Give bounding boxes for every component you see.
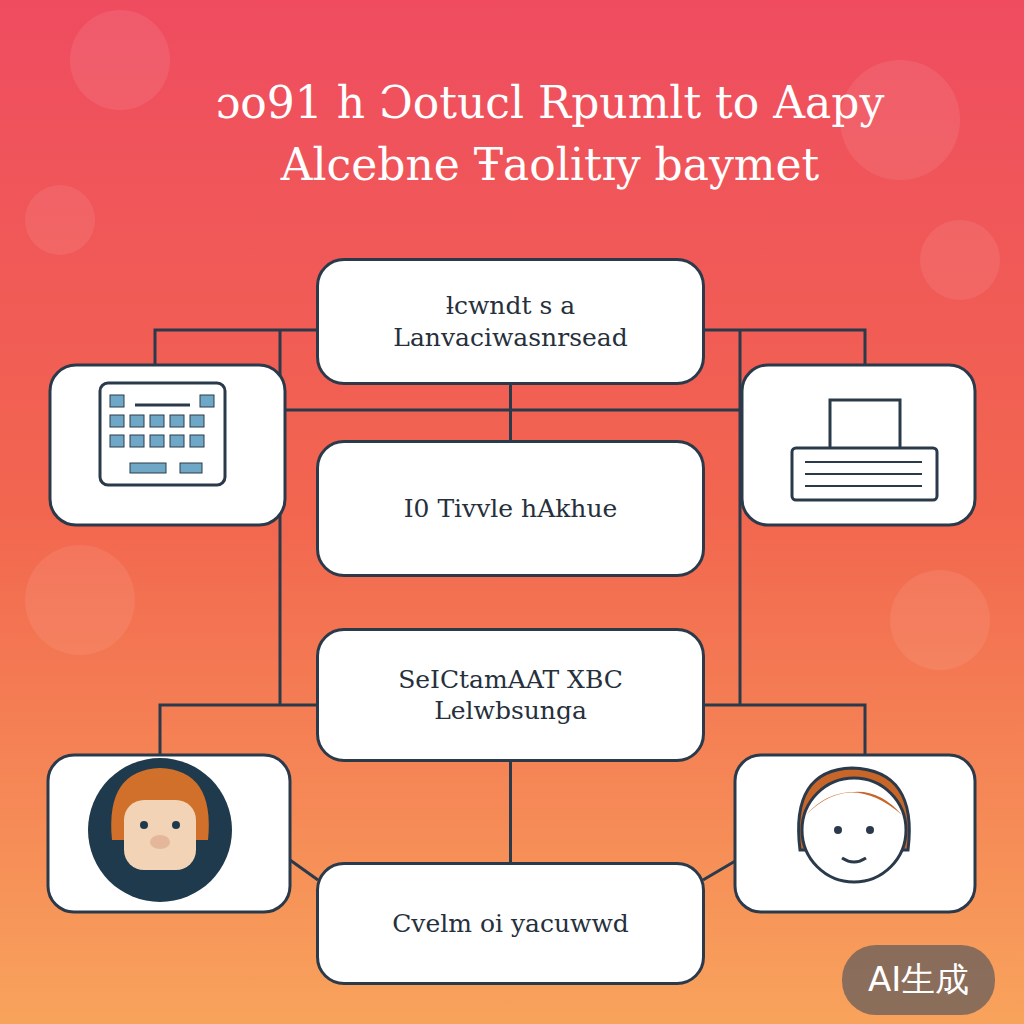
title: ɔo91 h Ɔotucl Rpumlt to Aapy Alcebne Ŧao… xyxy=(150,72,950,196)
connector xyxy=(509,762,512,862)
box-label: Cvelm oi yacuwwd xyxy=(392,908,629,939)
process-box: SeICtamAAT XBC Lelwbsunga xyxy=(316,628,705,762)
box-label: I0 Tivvle hAkhue xyxy=(404,493,618,524)
process-box: I0 Tivvle hAkhue xyxy=(316,440,705,577)
process-box: Cvelm oi yacuwwd xyxy=(316,862,705,985)
person-right-panel xyxy=(735,755,975,912)
box-label: ƚcwndt s a Lanvaciwasnrsead xyxy=(337,290,684,353)
printer-panel xyxy=(742,365,975,525)
watermark: AI生成 xyxy=(842,945,995,1015)
calendar-panel xyxy=(50,365,285,525)
connector xyxy=(509,385,512,440)
bokeh xyxy=(25,10,1000,670)
process-box: ƚcwndt s a Lanvaciwasnrsead xyxy=(316,258,705,385)
person-left-panel xyxy=(48,755,290,912)
box-label: SeICtamAAT XBC Lelwbsunga xyxy=(337,664,684,727)
